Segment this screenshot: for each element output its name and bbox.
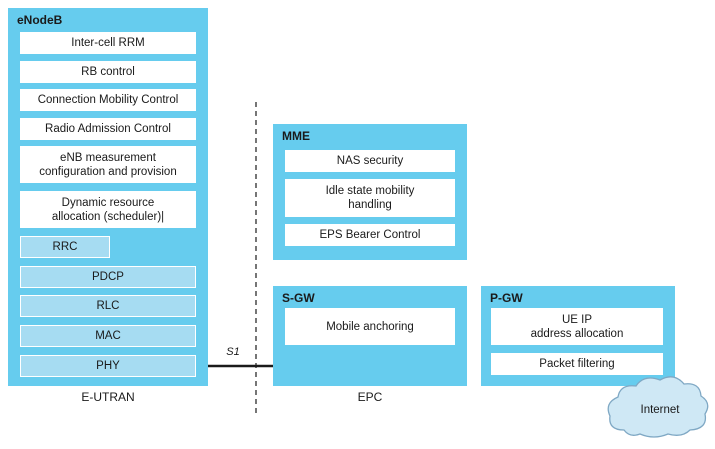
nas-security-box: NAS security: [285, 150, 455, 172]
radio-admission-control-box: Radio Admission Control: [20, 118, 196, 140]
pgw-panel: P-GW UE IP address allocation Packet fil…: [481, 286, 675, 386]
sgw-title: S-GW: [282, 291, 315, 305]
epc-caption: EPC: [357, 390, 383, 404]
e-utran-caption: E-UTRAN: [81, 390, 135, 404]
packet-filtering-box: Packet filtering: [491, 353, 663, 375]
layer-mac: MAC: [20, 325, 196, 347]
ue-ip-allocation-box: UE IP address allocation: [491, 308, 663, 345]
layer-rrc: RRC: [20, 236, 110, 258]
layer-rlc: RLC: [20, 295, 196, 317]
enodeb-panel: eNodeB Inter-cell RRM RB control Connect…: [8, 8, 208, 386]
inter-cell-rrm-box: Inter-cell RRM: [20, 32, 196, 54]
layer-pdcp: PDCP: [20, 266, 196, 288]
pgw-title: P-GW: [490, 291, 523, 305]
internet-label: Internet: [641, 404, 681, 416]
rb-control-box: RB control: [20, 61, 196, 83]
s1-label: S1: [226, 346, 240, 358]
enb-measurement-box: eNB measurement configuration and provis…: [20, 146, 196, 183]
connection-mobility-control-box: Connection Mobility Control: [20, 89, 196, 111]
mme-panel: MME NAS security Idle state mobility han…: [273, 124, 467, 260]
mme-title: MME: [282, 129, 310, 143]
enodeb-title: eNodeB: [17, 13, 63, 27]
idle-state-mobility-box: Idle state mobility handling: [285, 179, 455, 217]
eps-bearer-control-box: EPS Bearer Control: [285, 224, 455, 246]
sgw-panel: S-GW Mobile anchoring: [273, 286, 467, 386]
layer-phy: PHY: [20, 355, 196, 377]
cloud-shape: [607, 376, 709, 438]
mobile-anchoring-box: Mobile anchoring: [285, 308, 455, 345]
dynamic-resource-allocation-box: Dynamic resource allocation (scheduler)|: [20, 191, 196, 228]
